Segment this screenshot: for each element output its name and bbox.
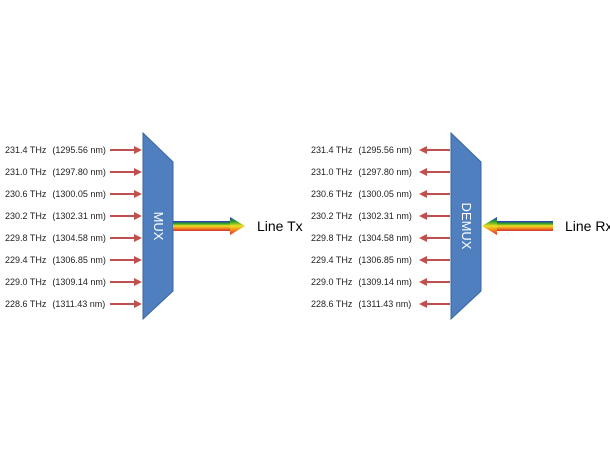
demux-channel-label: 230.2 THz (1302.31 nm)	[311, 211, 412, 221]
demux-channel-label: 228.6 THz (1311.43 nm)	[311, 299, 411, 309]
channel-wavelength: (1300.05 nm)	[358, 189, 412, 199]
mux-channel-arrow	[110, 168, 142, 176]
mux-channel-label: 229.0 THz (1309.14 nm)	[5, 277, 106, 287]
mux-label: MUX	[151, 212, 166, 241]
channel-wavelength: (1295.56 nm)	[358, 145, 412, 155]
line-rx-arrow	[482, 217, 553, 235]
demux-block	[450, 131, 482, 321]
line-tx-arrow	[173, 217, 245, 235]
mux-channel-label: 228.6 THz (1311.43 nm)	[5, 299, 105, 309]
channel-frequency: 230.2 THz	[5, 211, 47, 221]
demux-label: DEMUX	[459, 203, 474, 250]
channel-frequency: 228.6 THz	[5, 299, 47, 309]
channel-frequency: 231.0 THz	[311, 167, 353, 177]
channel-wavelength: (1304.58 nm)	[52, 233, 106, 243]
mux-channel-arrows	[110, 146, 142, 308]
line-tx-label: Line Tx	[257, 218, 303, 234]
channel-wavelength: (1297.80 nm)	[52, 167, 106, 177]
demux-channel-labels: 231.4 THz (1295.56 nm) 231.0 THz (1297.80 n…	[311, 145, 412, 309]
channel-frequency: 231.4 THz	[311, 145, 353, 155]
channel-wavelength: (1306.85 nm)	[52, 255, 106, 265]
demux-channel-label: 231.0 THz (1297.80 nm)	[311, 167, 412, 177]
channel-wavelength: (1300.05 nm)	[52, 189, 106, 199]
channel-wavelength: (1302.31 nm)	[52, 211, 106, 221]
demux-channel-arrow	[419, 300, 450, 308]
demux-channel-arrow	[419, 146, 450, 154]
channel-wavelength: (1311.43 nm)	[358, 299, 411, 309]
demux-channel-arrow	[419, 212, 450, 220]
mux-channel-arrow	[110, 256, 142, 264]
channel-wavelength: (1311.43 nm)	[52, 299, 105, 309]
channel-frequency: 231.4 THz	[5, 145, 47, 155]
channel-wavelength: (1309.14 nm)	[52, 277, 106, 287]
channel-frequency: 230.6 THz	[311, 189, 353, 199]
channel-frequency: 229.4 THz	[5, 255, 47, 265]
demux-channel-arrow	[419, 168, 450, 176]
mux-channel-label: 230.6 THz (1300.05 nm)	[5, 189, 106, 199]
mux-channel-labels: 231.4 THz (1295.56 nm) 231.0 THz (1297.80 n…	[5, 145, 106, 309]
mux-section: 231.4 THz (1295.56 nm) 231.0 THz (1297.80 n…	[5, 131, 303, 321]
channel-frequency: 229.4 THz	[311, 255, 353, 265]
channel-frequency: 231.0 THz	[5, 167, 47, 177]
mux-channel-label: 229.8 THz (1304.58 nm)	[5, 233, 106, 243]
channel-frequency: 229.0 THz	[5, 277, 47, 287]
demux-channel-label: 229.8 THz (1304.58 nm)	[311, 233, 412, 243]
channel-frequency: 230.6 THz	[5, 189, 47, 199]
demux-channel-arrow	[419, 234, 450, 242]
mux-block	[142, 131, 174, 321]
channel-frequency: 229.8 THz	[5, 233, 47, 243]
channel-wavelength: (1306.85 nm)	[358, 255, 412, 265]
channel-frequency: 229.0 THz	[311, 277, 353, 287]
demux-channel-arrow	[419, 256, 450, 264]
channel-wavelength: (1309.14 nm)	[358, 277, 412, 287]
mux-channel-label: 231.4 THz (1295.56 nm)	[5, 145, 106, 155]
channel-wavelength: (1297.80 nm)	[358, 167, 412, 177]
channel-wavelength: (1304.58 nm)	[358, 233, 412, 243]
mux-channel-arrow	[110, 278, 142, 286]
mux-channel-arrow	[110, 234, 142, 242]
channel-wavelength: (1302.31 nm)	[358, 211, 412, 221]
demux-channel-arrow	[419, 190, 450, 198]
demux-section: 231.4 THz (1295.56 nm) 231.0 THz (1297.80 n…	[311, 131, 610, 321]
demux-channel-arrows	[419, 146, 450, 308]
mux-channel-arrow	[110, 212, 142, 220]
demux-channel-label: 229.0 THz (1309.14 nm)	[311, 277, 412, 287]
mux-channel-arrow	[110, 146, 142, 154]
channel-wavelength: (1295.56 nm)	[52, 145, 106, 155]
channel-frequency: 229.8 THz	[311, 233, 353, 243]
demux-channel-arrow	[419, 278, 450, 286]
channel-frequency: 230.2 THz	[311, 211, 353, 221]
line-rx-label: Line Rx	[565, 218, 610, 234]
mux-channel-arrow	[110, 190, 142, 198]
demux-channel-label: 230.6 THz (1300.05 nm)	[311, 189, 412, 199]
mux-channel-label: 230.2 THz (1302.31 nm)	[5, 211, 106, 221]
channel-frequency: 228.6 THz	[311, 299, 353, 309]
mux-channel-arrow	[110, 300, 142, 308]
demux-channel-label: 231.4 THz (1295.56 nm)	[311, 145, 412, 155]
demux-channel-label: 229.4 THz (1306.85 nm)	[311, 255, 412, 265]
mux-channel-label: 231.0 THz (1297.80 nm)	[5, 167, 106, 177]
mux-channel-label: 229.4 THz (1306.85 nm)	[5, 255, 106, 265]
